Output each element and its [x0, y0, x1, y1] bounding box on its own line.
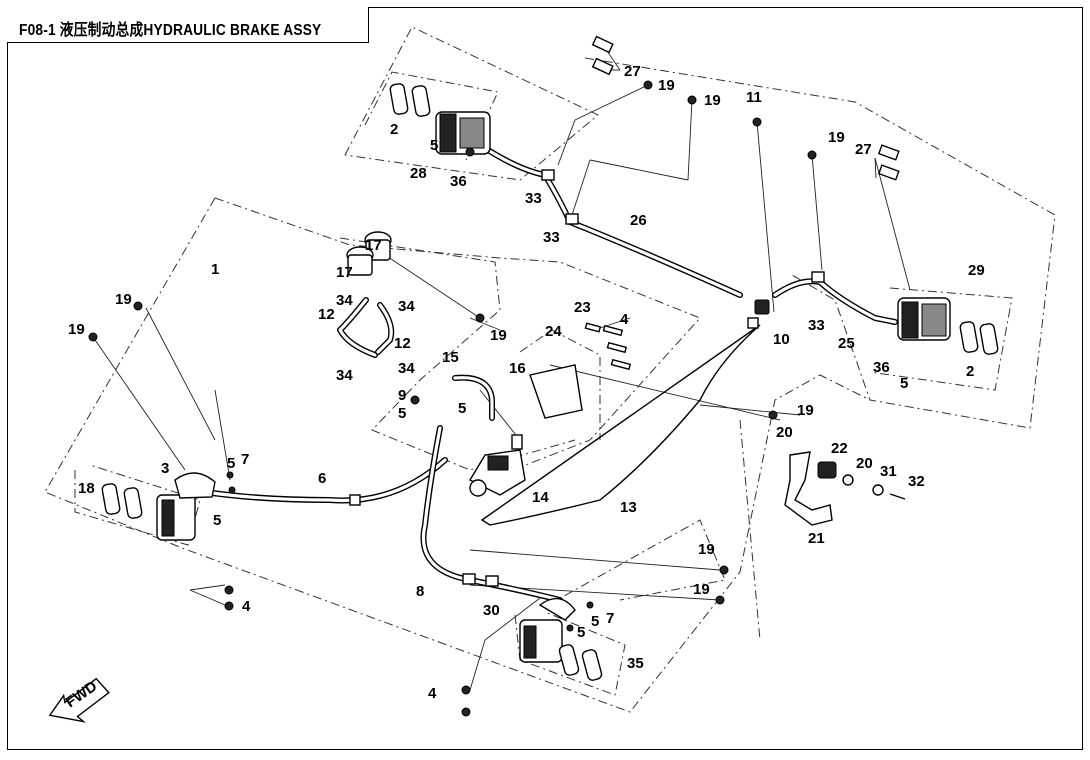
callout-labels: 27 19 19 11 19 27 2 5 28 36 33 33 26 29 … [68, 63, 985, 702]
callout-5: 5 [213, 512, 221, 529]
front-caliper-top [435, 111, 491, 157]
callout-3: 3 [161, 460, 169, 477]
callout-33: 33 [525, 190, 542, 207]
master-cylinder [469, 434, 526, 497]
callout-11: 11 [746, 89, 762, 106]
callout-34: 34 [336, 292, 353, 309]
callout-4: 4 [620, 311, 629, 328]
callout-9: 9 [398, 387, 406, 404]
callout-19: 19 [658, 77, 675, 94]
callout-12: 12 [394, 335, 411, 352]
callout-27: 27 [624, 63, 641, 80]
callout-19: 19 [698, 541, 715, 558]
callout-20: 20 [776, 424, 793, 441]
callout-8: 8 [416, 583, 424, 600]
callout-13: 13 [620, 499, 637, 516]
callout-7: 7 [241, 451, 249, 468]
callout-24: 24 [545, 323, 562, 340]
title-box: F08-1 液压制动总成HYDRAULIC BRAKE ASSY [7, 7, 369, 43]
callout-34: 34 [336, 367, 353, 384]
callout-4: 4 [242, 598, 251, 615]
callout-19: 19 [68, 321, 85, 338]
callout-15: 15 [442, 349, 459, 366]
callout-6: 6 [318, 470, 326, 487]
callout-5: 5 [398, 405, 406, 422]
callout-27: 27 [855, 141, 872, 158]
callout-34: 34 [398, 298, 415, 315]
callout-30: 30 [483, 602, 500, 619]
callout-31: 31 [880, 463, 897, 480]
left-caliper [156, 472, 216, 541]
reservoirs [346, 231, 392, 276]
callout-2: 2 [390, 121, 398, 138]
callout-5: 5 [900, 375, 908, 392]
callout-5: 5 [577, 624, 585, 641]
brake-lines [202, 147, 898, 603]
callout-23: 23 [574, 299, 591, 316]
callout-36: 36 [450, 173, 467, 190]
callout-36: 36 [873, 359, 890, 376]
callout-7: 7 [606, 610, 614, 627]
diagram-frame [7, 7, 1083, 750]
callout-2: 2 [966, 363, 974, 380]
callout-19: 19 [693, 581, 710, 598]
callout-4: 4 [428, 685, 437, 702]
callout-5: 5 [430, 137, 438, 154]
front-caliper-right [897, 297, 951, 341]
callout-16: 16 [509, 360, 526, 377]
page-title: F08-1 液压制动总成HYDRAULIC BRAKE ASSY [19, 22, 322, 39]
callout-12: 12 [318, 306, 335, 323]
callout-29: 29 [968, 262, 985, 279]
callout-1: 1 [211, 261, 219, 278]
callout-22: 22 [831, 440, 848, 457]
callout-19: 19 [115, 291, 132, 308]
callout-21: 21 [808, 530, 825, 547]
callout-14: 14 [532, 489, 549, 506]
callout-28: 28 [410, 165, 427, 182]
rear-caliper [519, 597, 576, 663]
callout-5: 5 [458, 400, 466, 417]
callout-26: 26 [630, 212, 647, 229]
brake-pedal [784, 451, 906, 526]
callout-17: 17 [336, 264, 353, 281]
callout-19: 19 [704, 92, 721, 109]
callout-35: 35 [627, 655, 644, 672]
callout-20: 20 [856, 455, 873, 472]
callout-19: 19 [797, 402, 814, 419]
leader-lines [92, 47, 911, 691]
callout-17: 17 [365, 237, 382, 254]
callout-34: 34 [398, 360, 415, 377]
fwd-arrow: FWD [48, 678, 110, 723]
parts [88, 35, 999, 717]
callout-33: 33 [808, 317, 825, 334]
callout-19: 19 [828, 129, 845, 146]
callout-25: 25 [838, 335, 855, 352]
callout-33: 33 [543, 229, 560, 246]
callout-19: 19 [490, 327, 507, 344]
callout-18: 18 [78, 480, 95, 497]
callout-5: 5 [591, 613, 599, 630]
callout-5: 5 [227, 455, 235, 472]
callout-10: 10 [773, 331, 790, 348]
callout-32: 32 [908, 473, 925, 490]
